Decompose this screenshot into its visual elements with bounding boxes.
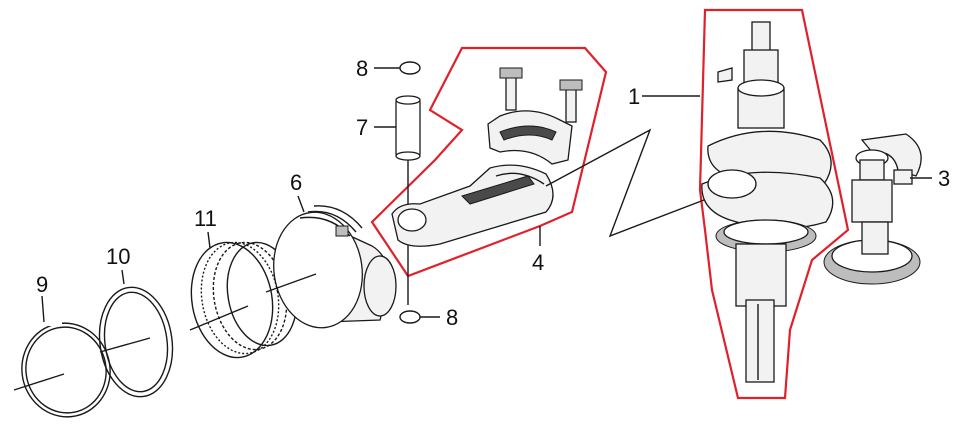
callout-9: 9 (36, 272, 48, 297)
piston-6 (265, 205, 397, 329)
crankshaft-highlight-outline (698, 8, 850, 400)
leader-lines (41, 67, 932, 323)
piston-ring-10 (98, 286, 174, 398)
crankshaft-1 (701, 21, 834, 383)
piston-ring-9 (13, 318, 111, 418)
callout-8-bottom: 8 (446, 305, 458, 330)
balancer-shaft-3 (823, 133, 922, 285)
callout-3: 3 (938, 166, 950, 191)
callout-11: 11 (194, 206, 217, 231)
callout-1: 1 (628, 84, 640, 109)
callout-7: 7 (356, 115, 368, 140)
callout-10: 10 (106, 244, 130, 269)
circlip-8-bottom (399, 310, 421, 324)
connecting-rod-4 (391, 67, 583, 247)
callout-8-top: 8 (356, 56, 368, 81)
circlip-8-top (399, 61, 421, 75)
callout-6: 6 (290, 170, 302, 195)
callout-4: 4 (532, 250, 544, 275)
